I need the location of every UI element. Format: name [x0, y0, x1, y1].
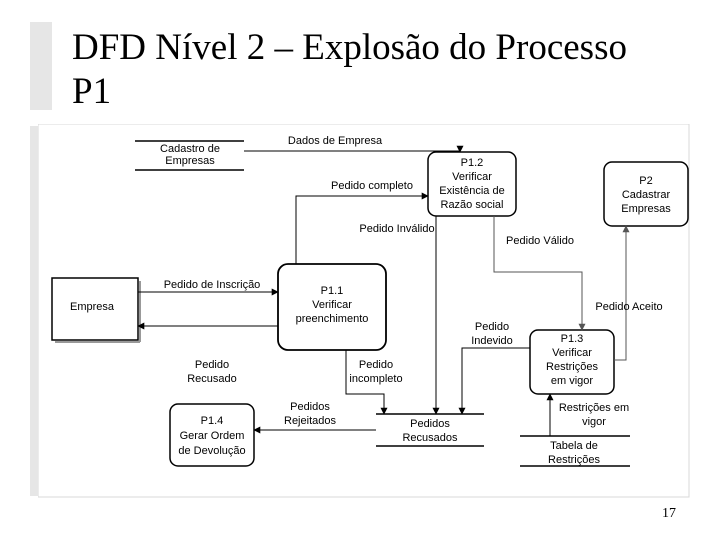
store-cadastro-line2: Empresas — [165, 155, 215, 167]
dfd-canvas: Empresa Cadastro de Empresas P1.2 Verifi… — [38, 124, 690, 498]
process-p1-4: P1.4 Gerar Ordem de Devolução — [169, 403, 255, 467]
flow-pedido-recusado-label-1: Pedido — [195, 359, 229, 371]
store-tabela-line2: Restrições — [548, 454, 600, 466]
page-number: 17 — [662, 506, 676, 521]
dfd-diagram: Empresa Cadastro de Empresas P1.2 Verifi… — [38, 124, 690, 498]
flow-pedido-recusado: Pedido Recusado — [137, 322, 278, 385]
p1-3-line1: Verificar — [552, 347, 592, 359]
title-line-1: DFD Nível 2 – Explosão do Processo — [72, 27, 627, 68]
store-tabela-line1: Tabela de — [550, 440, 598, 452]
flow-restricoes-vigor: Restrições em vigor — [546, 393, 629, 436]
entity-empresa-label: Empresa — [70, 301, 115, 313]
store-cadastro-empresas: Cadastro de Empresas — [135, 140, 244, 171]
flow-restricoes-vigor-label-2: vigor — [582, 416, 606, 428]
flow-pedido-incompleto-label-1: Pedido — [359, 359, 393, 371]
p1-1-line1: Verificar — [312, 299, 352, 311]
p1-4-line2: de Devolução — [178, 445, 245, 457]
process-p2: P2 Cadastrar Empresas — [603, 161, 689, 227]
flow-pedido-recusado-label-2: Recusado — [187, 373, 237, 385]
flow-restricoes-vigor-label-1: Restrições em — [559, 402, 629, 414]
p1-1-line2: preenchimento — [296, 313, 369, 325]
process-p1-1: P1.1 Verificar preenchimento — [277, 263, 387, 351]
p2-line1: Cadastrar — [622, 189, 671, 201]
flow-pedidos-rejeitados: Pedidos Rejeitados — [253, 401, 376, 434]
flow-pedido-aceito: Pedido Aceito — [595, 225, 663, 361]
p2-line2: Empresas — [621, 203, 671, 215]
store-tabela-restricoes: Tabela de Restrições — [520, 435, 630, 467]
slide-title: DFD Nível 2 – Explosão do Processo P1 — [72, 26, 702, 114]
flow-pedido-incompleto-label-2: incompleto — [349, 373, 402, 385]
p1-2-line1: Verificar — [452, 171, 492, 183]
flow-pedido-invalido: Pedido Inválido — [359, 216, 440, 415]
process-p1-3: P1.3 Verificar Restrições em vigor — [529, 329, 615, 395]
flow-pedido-valido-label: Pedido Válido — [506, 235, 574, 247]
flow-dados-empresa: Dados de Empresa — [244, 135, 464, 153]
flow-pedido-valido: Pedido Válido — [493, 216, 586, 331]
title-accent-bar — [30, 22, 52, 110]
p1-3-line3: em vigor — [551, 375, 594, 387]
flow-pedidos-rejeitados-label-1: Pedidos — [290, 401, 330, 413]
flow-pedido-indevido-label-2: Indevido — [471, 335, 513, 347]
flow-pedido-inscricao-label: Pedido de Inscrição — [164, 279, 261, 291]
flow-pedidos-rejeitados-label-2: Rejeitados — [284, 415, 336, 427]
flow-pedido-indevido-label-1: Pedido — [475, 321, 509, 333]
flow-pedido-indevido: Pedido Indevido — [458, 321, 530, 415]
p1-2-id: P1.2 — [461, 157, 484, 169]
p1-3-id: P1.3 — [561, 333, 584, 345]
title-line-2: P1 — [72, 71, 112, 112]
p1-1-id: P1.1 — [321, 285, 344, 297]
entity-empresa: Empresa — [51, 277, 141, 343]
flow-pedido-completo-label: Pedido completo — [331, 180, 413, 192]
p1-4-id: P1.4 — [201, 415, 224, 427]
process-p1-2: P1.2 Verificar Existência de Razão socia… — [427, 151, 517, 217]
p2-id: P2 — [639, 175, 652, 187]
flow-dados-empresa-label: Dados de Empresa — [288, 135, 383, 147]
p1-2-line3: Razão social — [441, 199, 504, 211]
flow-pedido-inscricao: Pedido de Inscrição — [138, 279, 279, 296]
store-cadastro-line1: Cadastro de — [160, 143, 220, 155]
store-recusados-line1: Pedidos — [410, 418, 450, 430]
flow-pedido-aceito-label: Pedido Aceito — [595, 301, 662, 313]
flow-pedido-incompleto: Pedido incompleto — [345, 350, 403, 415]
p1-3-line2: Restrições — [546, 361, 598, 373]
p1-2-line2: Existência de — [439, 185, 504, 197]
store-pedidos-recusados: Pedidos Recusados — [376, 413, 484, 447]
p1-4-line1: Gerar Ordem — [180, 430, 245, 442]
store-recusados-line2: Recusados — [402, 432, 458, 444]
flow-pedido-completo: Pedido completo — [295, 180, 429, 264]
flow-pedido-invalido-label: Pedido Inválido — [359, 223, 434, 235]
